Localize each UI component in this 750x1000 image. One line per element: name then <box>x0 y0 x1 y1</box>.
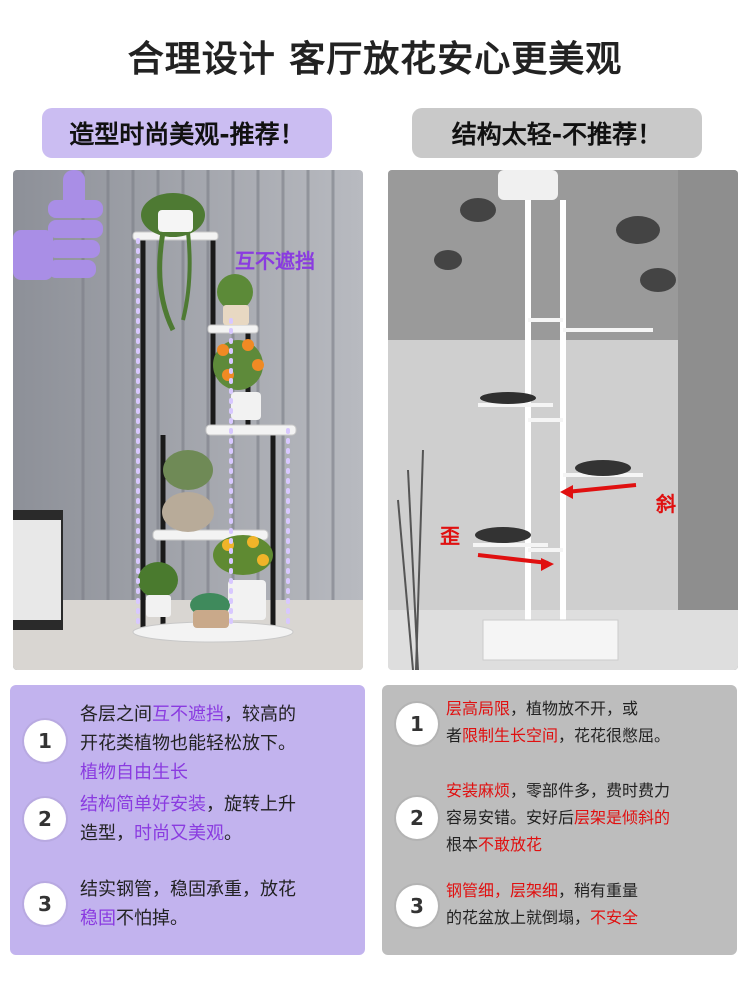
recommend-tag: 造型时尚美观-推荐！ <box>42 108 332 158</box>
no-blocking-label: 互不遮挡 <box>235 249 315 273</box>
number-badge: 2 <box>396 797 438 839</box>
not-recommend-tag: 结构太轻-不推荐！ <box>412 108 702 158</box>
number-badge: 3 <box>396 885 438 927</box>
number-badge: 3 <box>24 883 66 925</box>
number-badge: 1 <box>24 720 66 762</box>
number-badge: 1 <box>396 703 438 745</box>
slant-label: 斜 <box>656 492 676 516</box>
page-title: 合理设计 客厅放花安心更美观 <box>127 39 623 80</box>
disadvantages-panel: 1 层高局限，植物放不开，或 者限制生长空间，花花很憋屈。 2 安装麻烦，零部件… <box>382 685 737 955</box>
not-recommended-stand-photo: 斜 歪 <box>388 170 738 670</box>
number-badge: 2 <box>24 798 66 840</box>
crooked-label: 歪 <box>440 524 460 548</box>
advantages-panel: 1 各层之间互不遮挡，较高的 开花类植物也能轻松放下。 植物自由生长 2 结构简… <box>10 685 365 955</box>
recommended-stand-photo: 互不遮挡 <box>13 170 363 670</box>
